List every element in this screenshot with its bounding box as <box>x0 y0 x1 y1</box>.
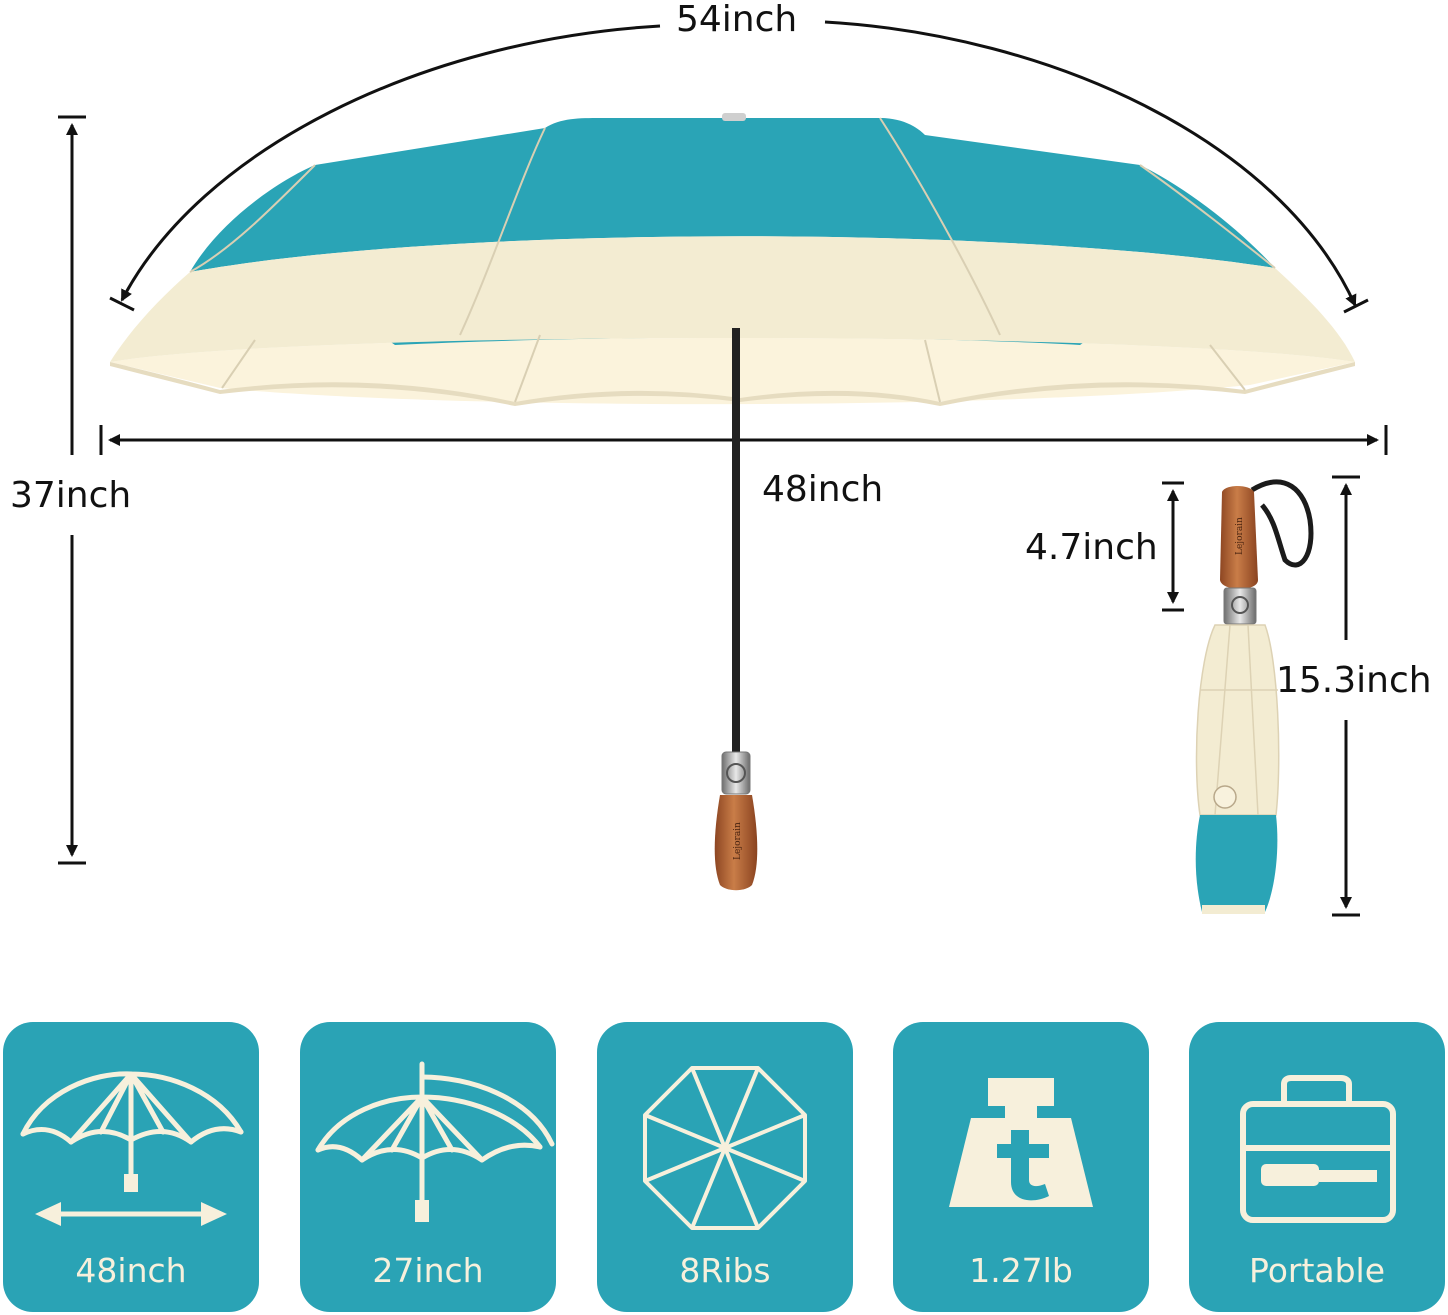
feature-card-width: 48inch <box>3 1022 259 1312</box>
feature-card-portable: Portable <box>1189 1022 1445 1312</box>
feature-card-weight: 1.27lb <box>893 1022 1149 1312</box>
weight-icon <box>949 1078 1093 1207</box>
folded-length-label: 15.3inch <box>1276 660 1432 701</box>
folded-handle-brand: Lejorain <box>1235 517 1245 555</box>
arc-width-arrow <box>120 24 661 302</box>
feature-label: Portable <box>1248 1251 1386 1290</box>
handle-length-label: 4.7inch <box>1025 527 1158 568</box>
umbrella-radius-icon <box>315 1061 555 1222</box>
octagon-ribs-icon <box>643 1066 807 1230</box>
feature-label: 27inch <box>372 1251 484 1290</box>
open-umbrella-width-icon <box>20 1071 244 1226</box>
feature-card-ribs: 8Ribs <box>597 1022 853 1312</box>
feature-label: 48inch <box>75 1251 187 1290</box>
feature-label: 1.27lb <box>969 1251 1073 1290</box>
open-height-label: 37inch <box>10 475 132 516</box>
wood-handle <box>714 795 758 891</box>
umbrella-shaft <box>732 328 740 756</box>
feature-label: 8Ribs <box>679 1251 771 1290</box>
handle-brand: Lejorain <box>733 822 743 860</box>
umbrella-illustration: Lejorain Lejorain <box>58 20 1388 917</box>
briefcase-icon <box>1240 1075 1396 1223</box>
feature-card-radius: 27inch <box>300 1022 556 1312</box>
open-width-label: 48inch <box>762 469 884 510</box>
arc-width-label: 54inch <box>672 2 802 38</box>
